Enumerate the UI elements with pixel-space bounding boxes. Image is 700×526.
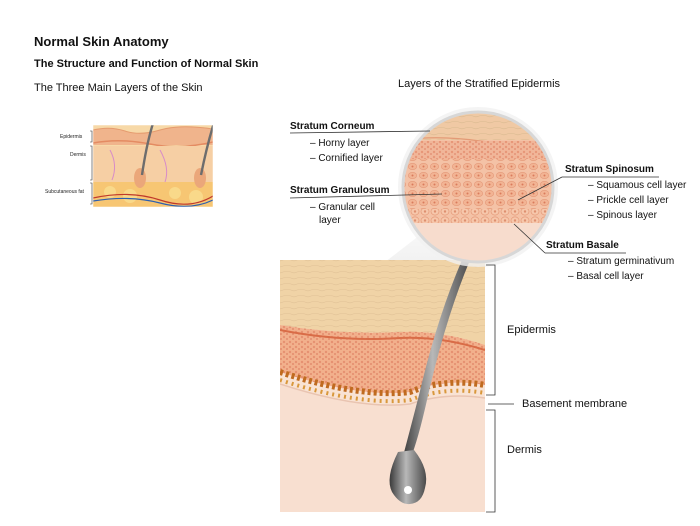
label-dermis: Dermis xyxy=(507,444,542,456)
small-label-dermis: Dermis xyxy=(70,152,86,158)
label-basement-membrane: Basement membrane xyxy=(522,398,628,410)
corneum-item: – Horny layer xyxy=(310,138,370,149)
basale-item: – Stratum germinativum xyxy=(568,256,675,267)
label-stratum-corneum: Stratum Corneum xyxy=(290,121,375,132)
label-stratum-spinosum: Stratum Spinosum xyxy=(565,164,654,175)
page-subtitle: The Structure and Function of Normal Ski… xyxy=(34,58,259,70)
small-label-subcutaneous-fat: Subcutaneous fat xyxy=(45,189,84,195)
label-stratum-granulosum: Stratum Granulosum xyxy=(290,185,390,196)
main-cross-section xyxy=(280,260,485,512)
label-stratum-basale: Stratum Basale xyxy=(546,240,619,251)
granulosum-item: – Granular cell xyxy=(310,202,376,213)
page-title: Normal Skin Anatomy xyxy=(34,34,169,49)
small-figure-caption: The Three Main Layers of the Skin xyxy=(34,82,203,94)
small-skin-diagram xyxy=(93,125,213,207)
label-epidermis: Epidermis xyxy=(507,324,556,336)
small-label-epidermis: Epidermis xyxy=(60,134,83,140)
basale-item: – Basal cell layer xyxy=(568,271,644,282)
spinosum-item: – Prickle cell layer xyxy=(588,195,669,206)
spinosum-item: – Spinous layer xyxy=(588,210,657,221)
corneum-item: – Cornified layer xyxy=(310,153,383,164)
spinosum-item: – Squamous cell layer xyxy=(588,180,687,191)
granulosum-item: layer xyxy=(319,215,341,226)
zoom-figure-caption: Layers of the Stratified Epidermis xyxy=(398,78,561,90)
